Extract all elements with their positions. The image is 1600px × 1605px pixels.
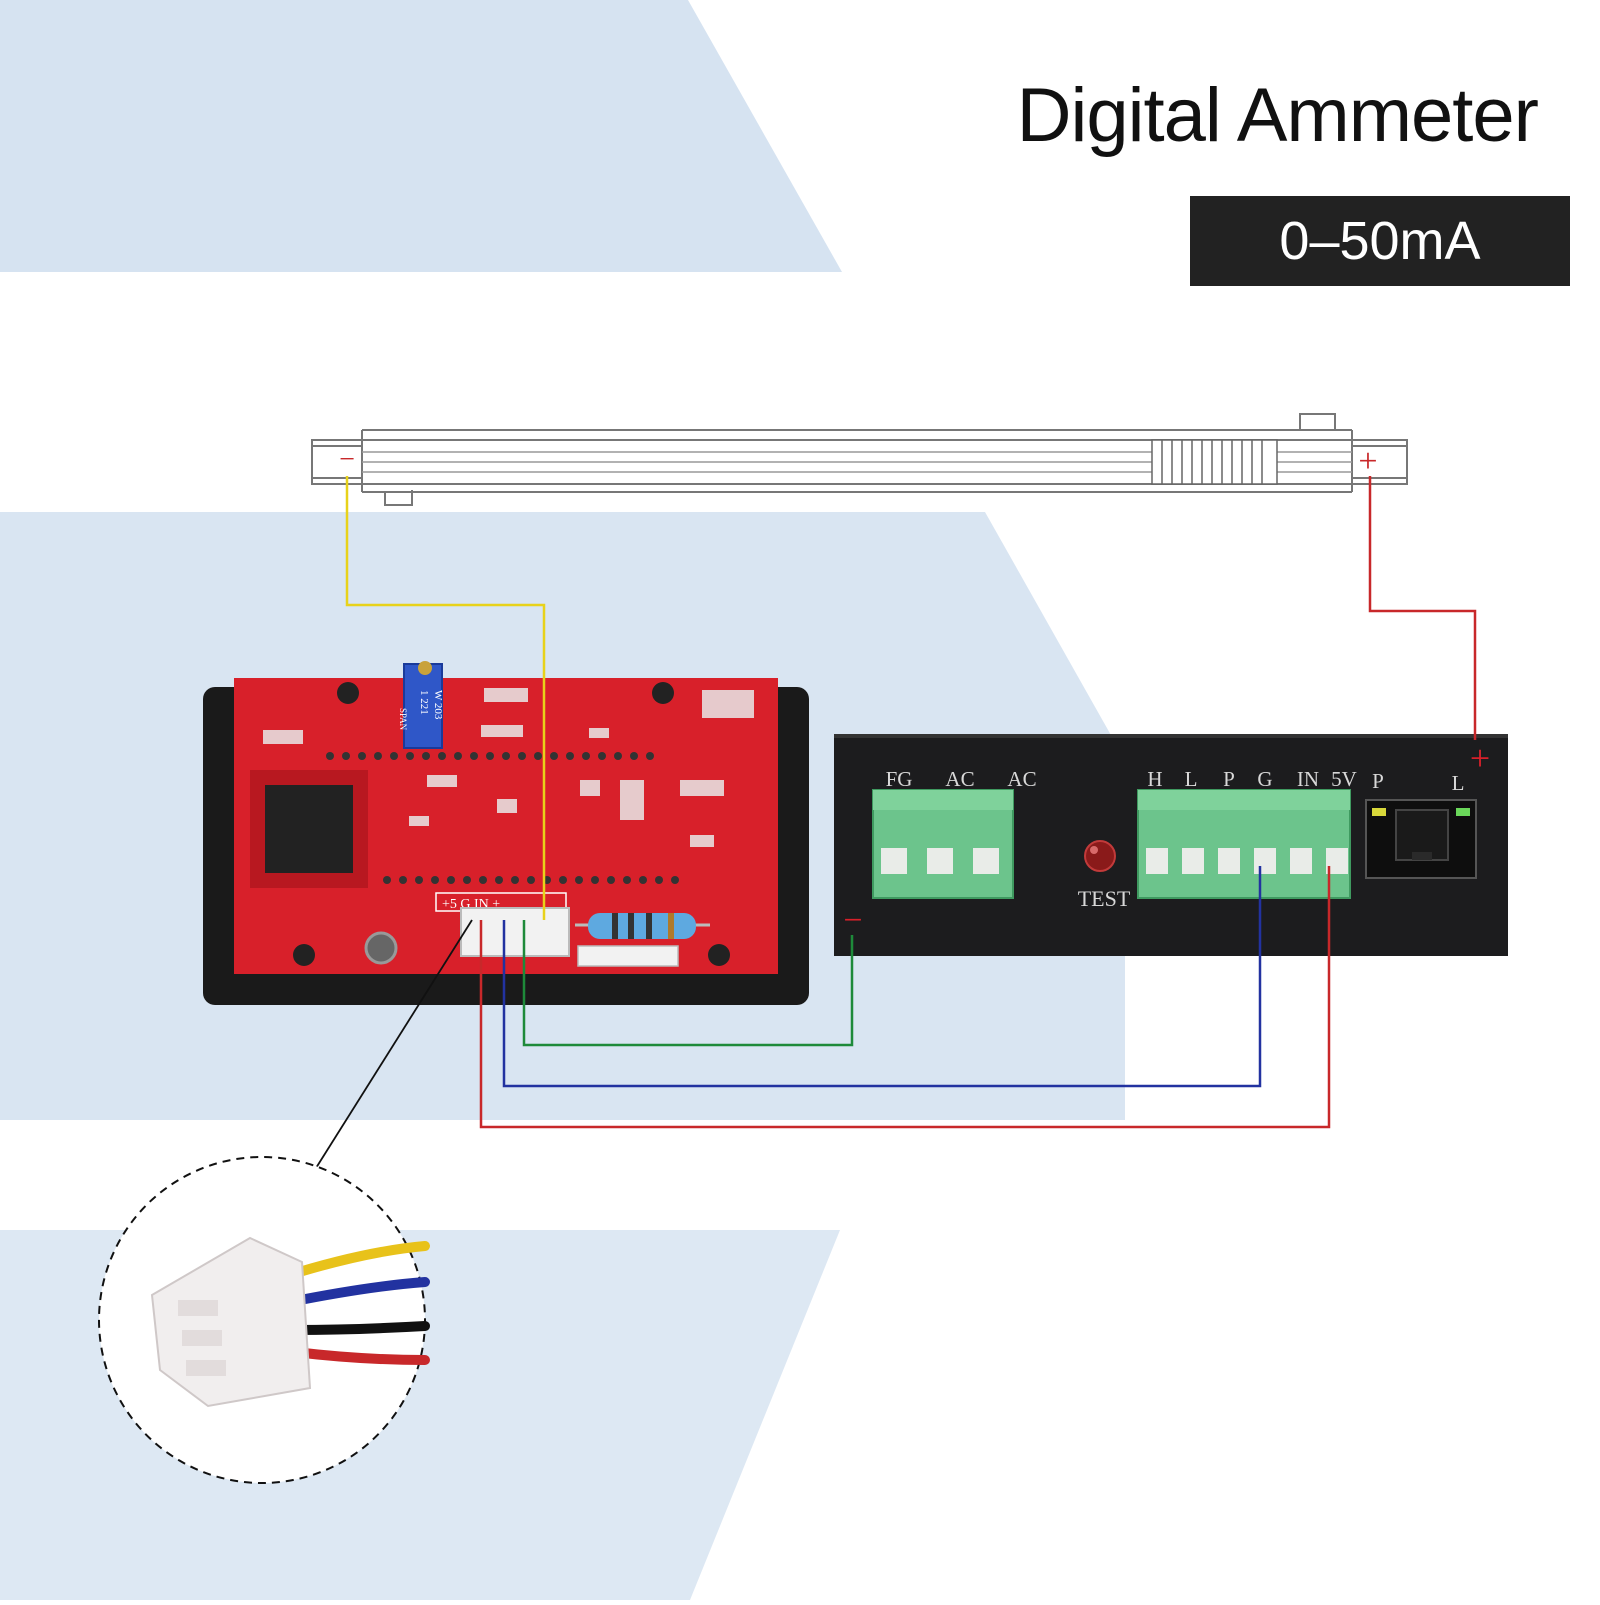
wire-green: [522, 920, 854, 1047]
psu-positive-symbol: +: [1470, 738, 1490, 778]
signal-label-l: L: [1185, 767, 1198, 791]
wire-yellow: [345, 476, 546, 920]
tube-coil: [1151, 439, 1278, 485]
wire-red-tube: [1368, 476, 1477, 740]
background-band-top: [0, 0, 842, 272]
terminal-label-ac-1: AC: [945, 767, 974, 791]
wire-red-5v: [479, 866, 1331, 1129]
laser-tube: − +: [311, 413, 1408, 506]
psu-negative-symbol: −: [843, 902, 862, 939]
laser-power-supply: FG AC AC TEST H L P G IN 5: [834, 734, 1508, 956]
wire-connector-header: [460, 907, 570, 957]
wire-blue: [502, 866, 1262, 1088]
smd-components: [263, 688, 754, 847]
terminal-label-fg: FG: [886, 767, 913, 791]
range-badge: 0–50mA: [1190, 196, 1570, 286]
callout-leader-line: [315, 919, 473, 1169]
port-label-p: P: [1372, 769, 1384, 793]
white-4-pin-connector: [150, 1236, 312, 1408]
signal-label-g: G: [1257, 767, 1272, 791]
signal-label-p: P: [1223, 767, 1235, 791]
capacitor: [364, 931, 398, 965]
connector-detail-callout: [98, 1156, 430, 1484]
signal-label-5v: 5V: [1331, 767, 1357, 791]
test-label: TEST: [1078, 886, 1131, 911]
signal-label-in: IN: [1297, 767, 1319, 791]
span-label: SPAN: [398, 708, 408, 731]
microcontroller-chip: [265, 785, 353, 873]
terminal-label-ac-2: AC: [1007, 767, 1036, 791]
pot-code-1: W 203: [432, 690, 444, 720]
tube-negative-symbol: −: [339, 444, 355, 475]
ethernet-port: [1365, 799, 1477, 879]
port-label-l: L: [1452, 771, 1465, 795]
terminal-block-ac: [872, 789, 1014, 899]
span-potentiometer: W 203 1 221: [403, 661, 444, 749]
pot-code-2: 1 221: [418, 690, 430, 715]
ammeter-pcb: W 203 1 221 SPAN +5 G IN +: [203, 661, 809, 1005]
signal-label-h: H: [1147, 767, 1162, 791]
terminal-block-signal: [1137, 789, 1351, 899]
resistor: [575, 913, 710, 939]
tube-positive-symbol: +: [1358, 443, 1377, 480]
test-button: [1084, 840, 1116, 872]
page-title: Digital Ammeter: [1016, 73, 1539, 158]
